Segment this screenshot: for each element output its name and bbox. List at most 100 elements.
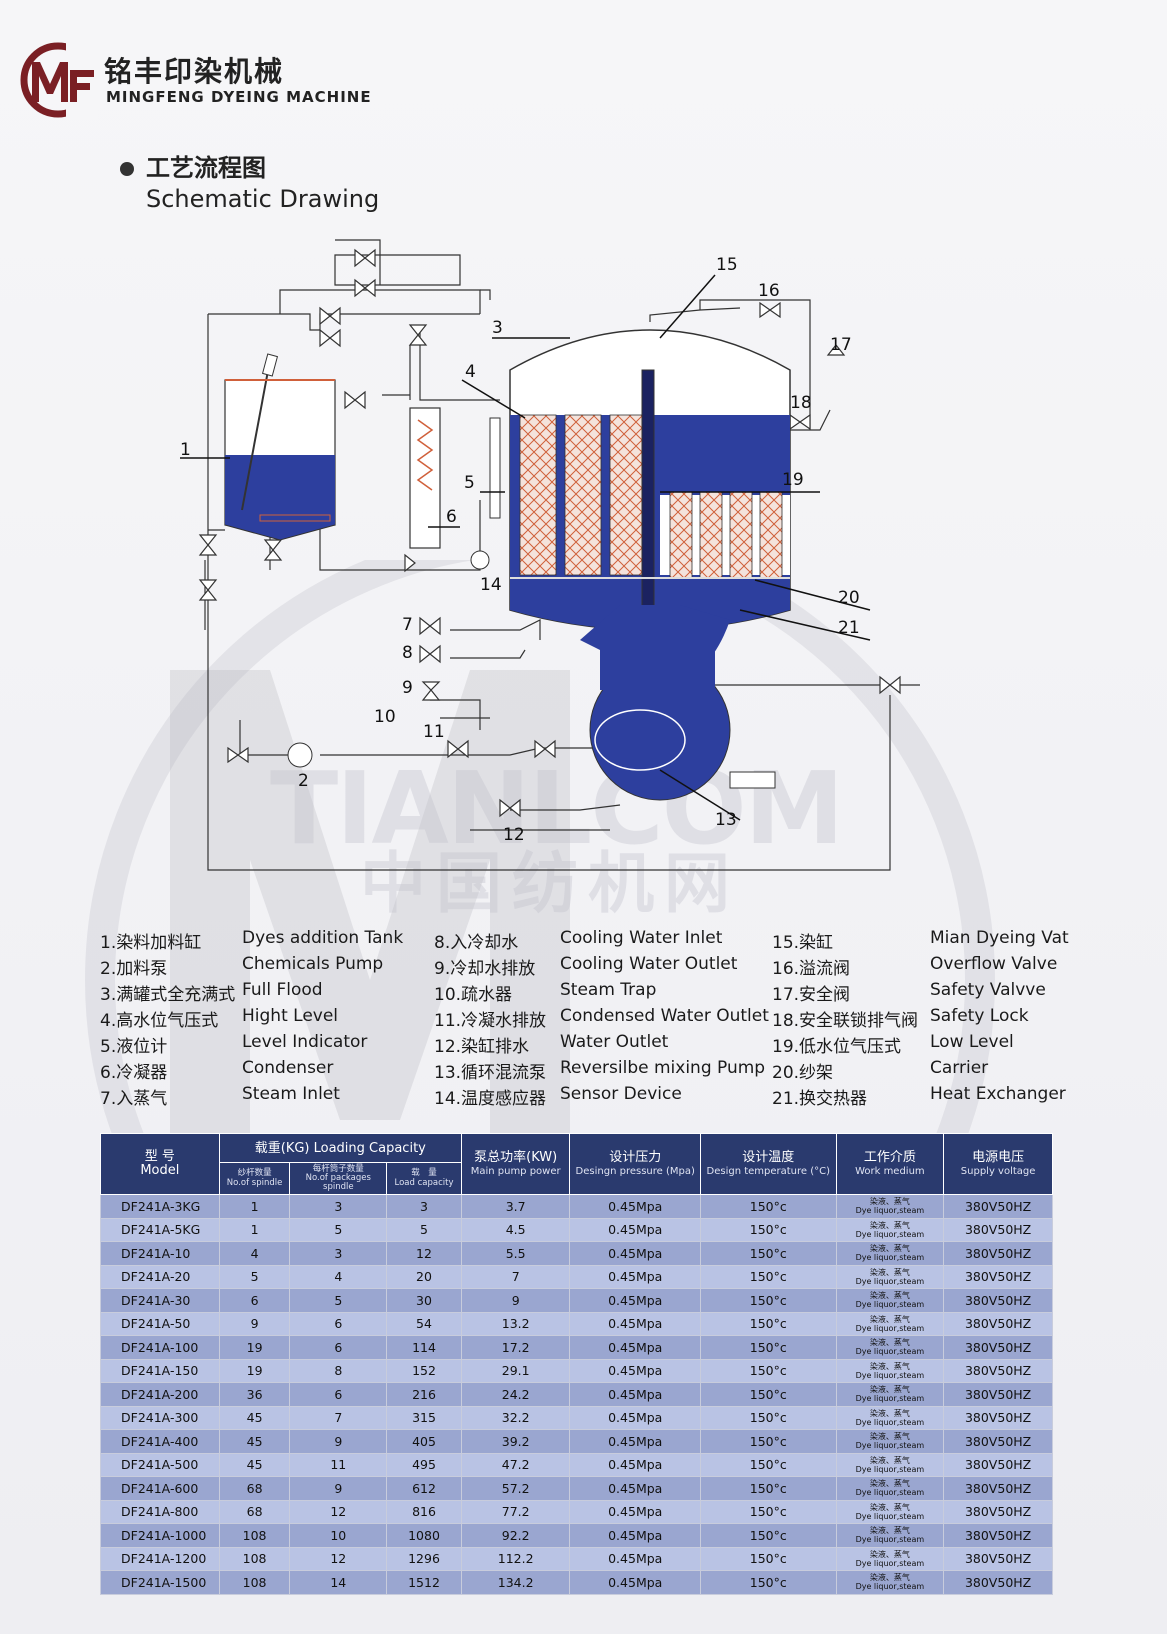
main-dyeing-vat [509, 329, 791, 801]
table-cell: DF241A-800 [100, 1499, 220, 1524]
table-cell: 0.45Mpa [569, 1546, 701, 1571]
table-cell: 1512 [386, 1570, 462, 1595]
label-6: 6 [446, 507, 457, 527]
table-cell: 380V50HZ [943, 1405, 1053, 1430]
table-cell: 1 [218, 1194, 291, 1219]
table-cell: 0.45Mpa [569, 1358, 701, 1383]
bullet-icon [120, 162, 134, 176]
mf-logo-icon [20, 40, 98, 120]
valve-icons [198, 248, 901, 818]
table-cell: 20 [386, 1264, 462, 1289]
table-cell: 612 [386, 1476, 462, 1501]
table-cell: DF241A-3KG [100, 1194, 220, 1219]
legend-cn-3: 3.满罐式全充满式 [100, 985, 236, 1005]
label-7: 7 [402, 615, 413, 635]
section-heading: 工艺流程图 Schematic Drawing [120, 148, 379, 213]
table-cell: 150°c [699, 1335, 837, 1360]
table-cell: 380V50HZ [943, 1264, 1053, 1289]
table-cell: 150°c [699, 1311, 837, 1336]
table-cell: 380V50HZ [943, 1570, 1053, 1595]
legend-en-12: Water Outlet [560, 1032, 669, 1052]
table-cell: 108 [218, 1570, 291, 1595]
section-title-en: Schematic Drawing [146, 185, 380, 213]
table-cell: 134.2 [460, 1570, 571, 1595]
legend-en-13: Reversilbe mixing Pump [560, 1058, 766, 1078]
table-cell: 0.45Mpa [569, 1382, 701, 1407]
table-cell: 1 [218, 1217, 291, 1242]
table-cell: 380V50HZ [943, 1523, 1053, 1548]
legend-en-4: Hight Level [242, 1006, 339, 1026]
legend-cn-12: 12.染缸排水 [434, 1037, 530, 1057]
table-cell: 150°c [699, 1452, 837, 1477]
table-cell: 108 [218, 1546, 291, 1571]
table-cell: 24.2 [460, 1382, 571, 1407]
table-cell: 7 [460, 1264, 571, 1289]
legend-cn-20: 20.纱架 [772, 1063, 834, 1083]
table-cell: 150°c [699, 1570, 837, 1595]
legend-cn-8: 8.入冷却水 [434, 933, 519, 953]
legend-en-10: Steam Trap [560, 980, 657, 1000]
label-10: 10 [374, 707, 396, 727]
table-cell: 150°c [699, 1523, 837, 1548]
table-cell: 4 [289, 1264, 388, 1289]
table-cell: 5 [289, 1288, 388, 1313]
table-cell: 29.1 [460, 1358, 571, 1383]
table-cell: 216 [386, 1382, 462, 1407]
table-cell: 0.45Mpa [569, 1429, 701, 1454]
table-cell: DF241A-10 [100, 1241, 220, 1266]
table-cell: 5 [289, 1217, 388, 1242]
schematic-diagram: 1 2 3 4 5 6 7 8 9 10 11 12 13 14 15 16 1… [180, 239, 920, 871]
table-cell: 150°c [699, 1358, 837, 1383]
label-14: 14 [480, 575, 502, 595]
table-cell: 30 [386, 1288, 462, 1313]
legend-en-15: Mian Dyeing Vat [930, 928, 1069, 948]
legend-cn-7: 7.入蒸气 [100, 1089, 168, 1109]
table-cell: 3 [289, 1241, 388, 1266]
legend-en-3: Full Flood [242, 980, 323, 1000]
table-cell: 0.45Mpa [569, 1476, 701, 1501]
table-cell: 3.7 [460, 1194, 571, 1219]
table-cell: 0.45Mpa [569, 1311, 701, 1336]
legend-cn-14: 14.温度感应器 [434, 1089, 547, 1109]
brand-logo: 铭丰印染机械 MINGFENG DYEING MACHINE [18, 40, 371, 120]
table-cell: 380V50HZ [943, 1382, 1053, 1407]
legend-en-17: Safety Valvve [930, 980, 1046, 1000]
diagram-number-labels: 1 2 3 4 5 6 7 8 9 10 11 12 13 14 15 16 1… [180, 255, 860, 845]
table-cell: 39.2 [460, 1429, 571, 1454]
table-cell: 6 [218, 1288, 291, 1313]
table-cell: DF241A-150 [100, 1358, 220, 1383]
legend-en-7: Steam Inlet [242, 1084, 340, 1104]
table-cell: 12 [386, 1241, 462, 1266]
legend-en-21: Heat Exchanger [930, 1084, 1066, 1104]
table-cell: 380V50HZ [943, 1288, 1053, 1313]
label-18: 18 [790, 393, 812, 413]
table-cell: 0.45Mpa [569, 1405, 701, 1430]
label-5: 5 [464, 473, 475, 493]
table-cell: 0.45Mpa [569, 1217, 701, 1242]
table-cell: 13.2 [460, 1311, 571, 1336]
table-cell: 45 [218, 1405, 291, 1430]
table-cell: 5 [218, 1264, 291, 1289]
table-cell: 10 [289, 1523, 388, 1548]
legend-cn-13: 13.循环混流泵 [434, 1063, 547, 1083]
label-15: 15 [716, 255, 738, 275]
table-cell: 4.5 [460, 1217, 571, 1242]
table-cell: 380V50HZ [943, 1217, 1053, 1242]
table-cell: 380V50HZ [943, 1311, 1053, 1336]
th-pump: 泵总功率(KW)Main pump power [460, 1133, 571, 1195]
table-cell: DF241A-300 [100, 1405, 220, 1430]
